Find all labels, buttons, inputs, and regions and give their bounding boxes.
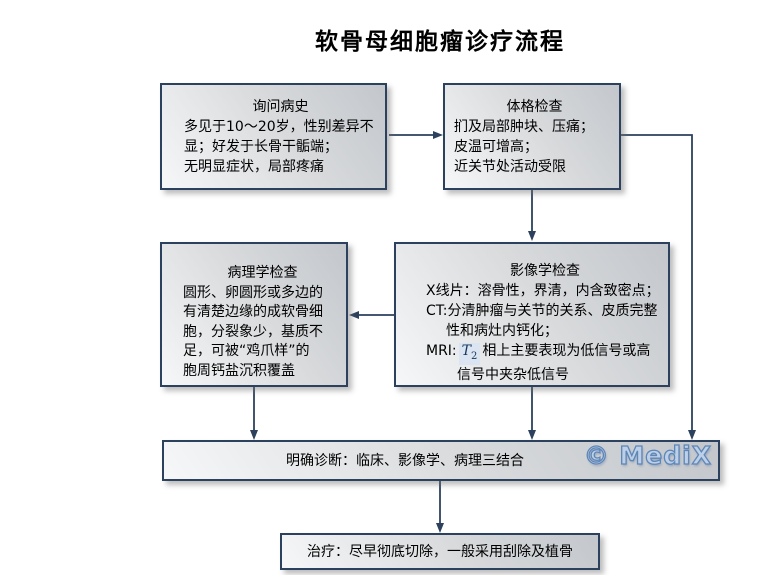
t2-base: T (461, 343, 471, 359)
node-history-title: 询问病史 (252, 99, 309, 115)
t2-subscript: 2 (471, 350, 478, 362)
node-pathology: 病理学检查 圆形、卵圆形或多边的 有清楚边缘的成软骨细 胞，分裂象少，基质不 足… (160, 242, 348, 387)
node-pathology-line: 圆形、卵圆形或多边的 (183, 284, 323, 301)
node-imaging-line: CT:分清肿瘤与关节的关系、皮质完整 (426, 303, 658, 319)
t2-formula: T2 (458, 343, 481, 365)
node-physical-exam: 体格检查 扪及局部肿块、压痛； 皮温可增高； 近关节处活动受限 (443, 83, 621, 190)
node-diagnosis: 明确诊断：临床、影像学、病理三结合 © MediX (162, 440, 720, 481)
node-pathology-line: 足，可被“鸡爪样”的 (183, 343, 310, 359)
node-history: 询问病史 多见于10～20岁，性别差异不 显；好发于长骨干骺端； 无明显症状，局… (160, 83, 387, 190)
node-physical-line: 扪及局部肿块、压痛； (454, 119, 594, 135)
node-treatment-text: 治疗：尽早彻底切除，一般采用刮除及植骨 (307, 543, 573, 560)
node-physical-line: 皮温可增高； (454, 139, 538, 155)
node-pathology-line: 有清楚边缘的成软骨细 (183, 304, 323, 320)
node-physical-line: 近关节处活动受限 (454, 159, 566, 175)
node-pathology-line: 胞，分裂象少，基质不 (183, 323, 323, 340)
mri-suffix: 相上主要表现为低信号或高 (482, 343, 651, 359)
medix-watermark: © MediX (583, 441, 712, 470)
node-history-line: 多见于10～20岁，性别差异不 (184, 119, 374, 135)
node-imaging-line: 信号中夹杂低信号 (457, 366, 569, 383)
node-pathology-title: 病理学检查 (227, 265, 298, 281)
node-physical-title: 体格检查 (506, 99, 563, 115)
node-imaging-title: 影像学检查 (510, 263, 580, 279)
node-imaging: 影像学检查 X线片：溶骨性，界清，内含致密点； CT:分清肿瘤与关节的关系、皮质… (394, 242, 670, 387)
node-history-line: 无明显症状，局部疼痛 (184, 159, 324, 175)
page-title: 软骨母细胞瘤诊疗流程 (315, 29, 565, 55)
node-pathology-line: 胞周钙盐沉积覆盖 (183, 362, 295, 379)
node-imaging-line: 性和病灶内钙化； (446, 323, 558, 339)
node-diagnosis-text: 明确诊断：临床、影像学、病理三结合 (286, 452, 524, 469)
mri-prefix: MRI: (426, 343, 457, 359)
node-treatment: 治疗：尽早彻底切除，一般采用刮除及植骨 (280, 533, 600, 570)
node-history-line: 显；好发于长骨干骺端； (184, 139, 338, 155)
node-imaging-line: X线片：溶骨性，界清，内含致密点； (426, 283, 660, 299)
